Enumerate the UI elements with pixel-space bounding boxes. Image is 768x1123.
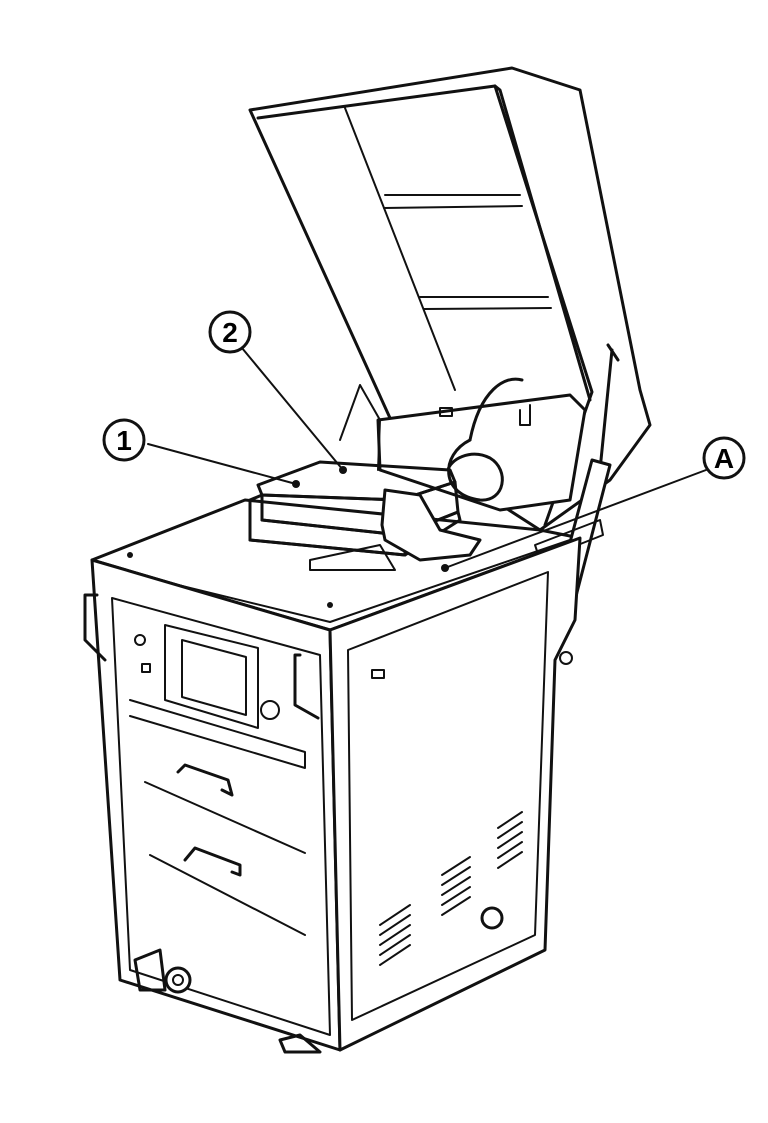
inner-compartment [339, 384, 587, 512]
side-panel [328, 536, 582, 1052]
leader-lines [147, 347, 707, 572]
callout-a-label: A [714, 443, 734, 474]
front-panel [83, 558, 342, 1052]
vent-upper [497, 811, 523, 869]
cable [446, 377, 524, 502]
callout-2: 2 [208, 310, 252, 354]
callout-1: 1 [102, 418, 146, 462]
callout-2-label: 2 [222, 317, 238, 348]
wheels [133, 906, 504, 1054]
vent-lower [379, 904, 411, 966]
connector-handle [309, 488, 482, 571]
vent-middle [441, 856, 471, 916]
callout-1-label: 1 [116, 425, 132, 456]
callout-a: A [702, 436, 746, 480]
